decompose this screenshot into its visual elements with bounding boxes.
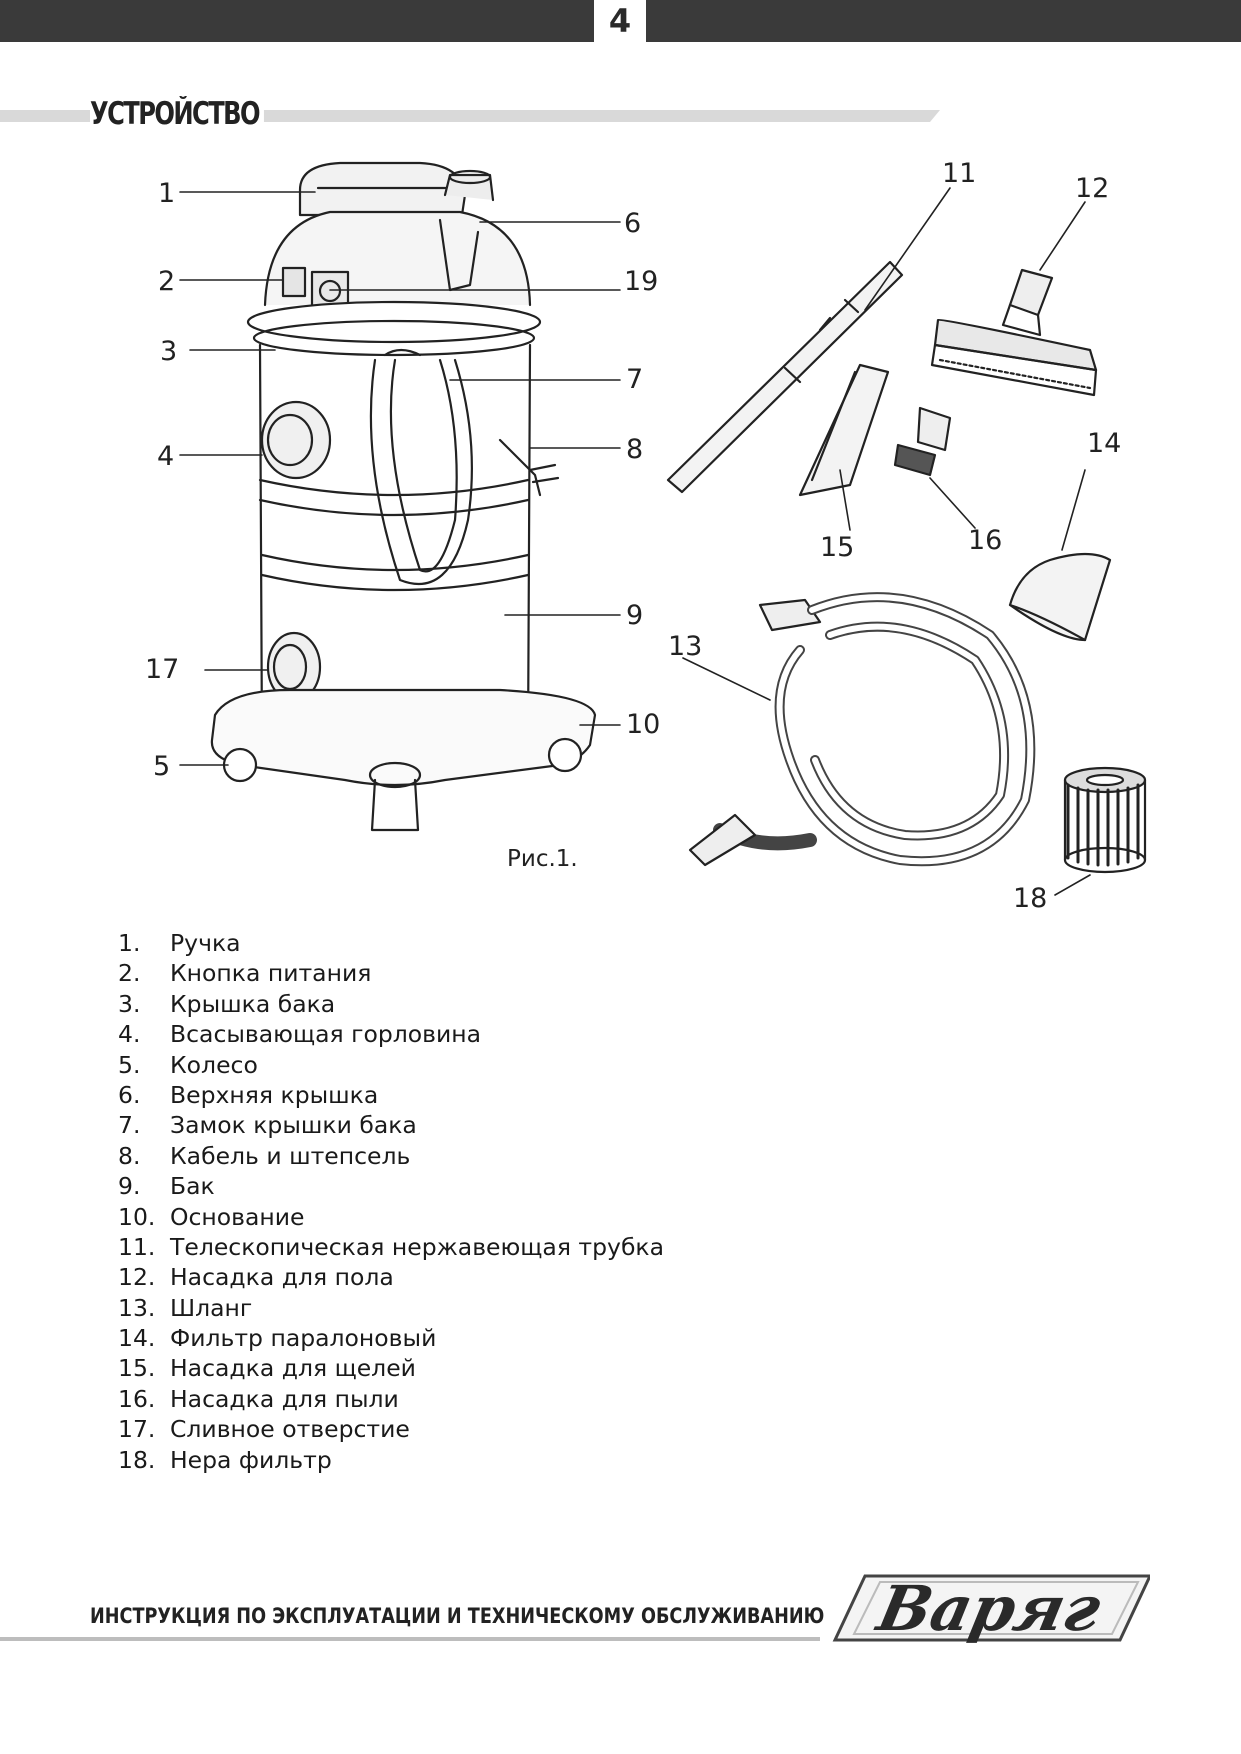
figure-caption: Рис.1.: [507, 846, 578, 872]
list-item-number: 11.: [118, 1232, 156, 1261]
callout-2: 2: [158, 266, 175, 297]
callout-4: 4: [157, 441, 174, 472]
list-item: 3. Крышка бака: [118, 989, 664, 1019]
list-item: 14. Фильтр паралоновый: [118, 1323, 664, 1353]
hepa-filter-drawing: [1063, 766, 1147, 874]
list-item-number: 18.: [118, 1445, 156, 1474]
list-item-number: 2.: [118, 959, 141, 988]
list-item-number: 10.: [118, 1202, 156, 1231]
list-item: 9. Бак: [118, 1171, 664, 1201]
list-item: 6. Верхняя крышка: [118, 1080, 664, 1110]
list-item-label: Сливное отверстие: [170, 1415, 410, 1444]
list-item-number: 15.: [118, 1354, 156, 1383]
callout-6: 6: [624, 208, 641, 239]
list-item-label: Верхняя крышка: [170, 1080, 379, 1109]
brand-logo: Варяг: [832, 1572, 1150, 1645]
page-number-box: 4: [588, 0, 652, 42]
list-item: 8. Кабель и штепсель: [118, 1141, 664, 1171]
list-item-number: 17.: [118, 1415, 156, 1444]
list-item-label: Насадка для пыли: [170, 1384, 399, 1413]
list-item-label: Нера фильтр: [170, 1445, 332, 1474]
telescopic-tube-drawing: [666, 260, 904, 494]
list-item-number: 8.: [118, 1141, 141, 1170]
callout-12: 12: [1075, 173, 1109, 204]
section-title: УСТРОЙСТВО: [90, 96, 264, 132]
parts-list: 1. Ручка 2. Кнопка питания 3. Крышка бака 4…: [118, 928, 664, 1475]
callout-3: 3: [160, 336, 177, 367]
device-figure: 1 2 3 4 5 6 19 7 8 9 17 10 11 12 13 14 1…: [0, 150, 1241, 910]
callout-19: 19: [624, 266, 658, 297]
list-item: 17. Сливное отверстие: [118, 1414, 664, 1444]
list-item: 2. Кнопка питания: [118, 958, 664, 988]
callout-10: 10: [626, 709, 660, 740]
list-item: 7. Замок крышки бака: [118, 1110, 664, 1140]
list-item: 5. Колесо: [118, 1050, 664, 1080]
callout-17: 17: [145, 654, 179, 685]
callout-14: 14: [1087, 428, 1121, 459]
list-item-number: 9.: [118, 1172, 141, 1201]
brand-logo-text: Варяг: [870, 1572, 1108, 1645]
list-item: 1. Ручка: [118, 928, 664, 958]
callout-7: 7: [626, 364, 643, 395]
leader-lines: [179, 187, 1091, 896]
page-number: 4: [608, 2, 632, 40]
figure-illustration: 1 2 3 4 5 6 19 7 8 9 17 10 11 12 13 14 1…: [145, 158, 1147, 910]
list-item-number: 4.: [118, 1020, 141, 1049]
list-item-number: 12.: [118, 1263, 156, 1292]
callout-13: 13: [668, 631, 702, 662]
list-item: 4. Всасывающая горловина: [118, 1019, 664, 1049]
dust-brush-drawing: [893, 406, 952, 477]
list-item-number: 6.: [118, 1080, 141, 1109]
list-item: 15. Насадка для щелей: [118, 1353, 664, 1383]
vacuum-cleaner-drawing: [210, 161, 597, 832]
callout-11: 11: [942, 158, 976, 189]
list-item-label: Крышка бака: [170, 989, 336, 1018]
hose-drawing: [688, 592, 1036, 867]
list-item-label: Фильтр паралоновый: [170, 1324, 437, 1353]
callout-8: 8: [626, 434, 643, 465]
list-item-label: Колесо: [170, 1050, 258, 1079]
list-item: 12. Насадка для пола: [118, 1262, 664, 1292]
list-item-label: Телескопическая нержавеющая трубка: [170, 1232, 665, 1261]
list-item-label: Бак: [170, 1172, 215, 1201]
list-item: 13. Шланг: [118, 1293, 664, 1323]
list-item-label: Кнопка питания: [170, 959, 372, 988]
callout-1: 1: [158, 178, 175, 209]
sponge-filter-drawing: [1008, 552, 1112, 642]
list-item: 10. Основание: [118, 1202, 664, 1232]
list-item: 18. Нера фильтр: [118, 1445, 664, 1475]
callout-5: 5: [153, 751, 170, 782]
callout-15: 15: [820, 532, 854, 563]
list-item-label: Насадка для пола: [170, 1263, 394, 1292]
list-item-label: Ручка: [170, 929, 241, 957]
callout-9: 9: [626, 600, 643, 631]
list-item-label: Всасывающая горловина: [170, 1020, 482, 1049]
crevice-nozzle-drawing: [798, 363, 890, 497]
list-item-number: 16.: [118, 1384, 156, 1413]
floor-nozzle-drawing: [930, 268, 1098, 397]
list-item-label: Замок крышки бака: [170, 1111, 417, 1140]
footer-line: [0, 1637, 820, 1641]
list-item-number: 13.: [118, 1293, 156, 1322]
list-item: 11. Телескопическая нержавеющая трубка: [118, 1232, 664, 1262]
footer-text: ИНСТРУКЦИЯ ПО ЭКСПЛУАТАЦИИ И ТЕХНИЧЕСКОМ…: [90, 1604, 825, 1628]
list-item-label: Шланг: [170, 1293, 253, 1322]
list-item-number: 3.: [118, 989, 141, 1018]
list-item-number: 5.: [118, 1050, 141, 1079]
callout-16: 16: [968, 525, 1002, 556]
list-item-label: Кабель и штепсель: [170, 1141, 411, 1170]
list-item-label: Основание: [170, 1202, 305, 1231]
list-item-number: 1.: [118, 929, 141, 957]
callout-numbers: 1 2 3 4 5 6 19 7 8 9 17 10 11 12 13 14 1…: [145, 158, 1121, 910]
callout-18: 18: [1013, 883, 1047, 910]
list-item-label: Насадка для щелей: [170, 1354, 416, 1383]
list-item-number: 7.: [118, 1111, 141, 1140]
list-item-number: 14.: [118, 1324, 156, 1353]
list-item: 16. Насадка для пыли: [118, 1384, 664, 1414]
